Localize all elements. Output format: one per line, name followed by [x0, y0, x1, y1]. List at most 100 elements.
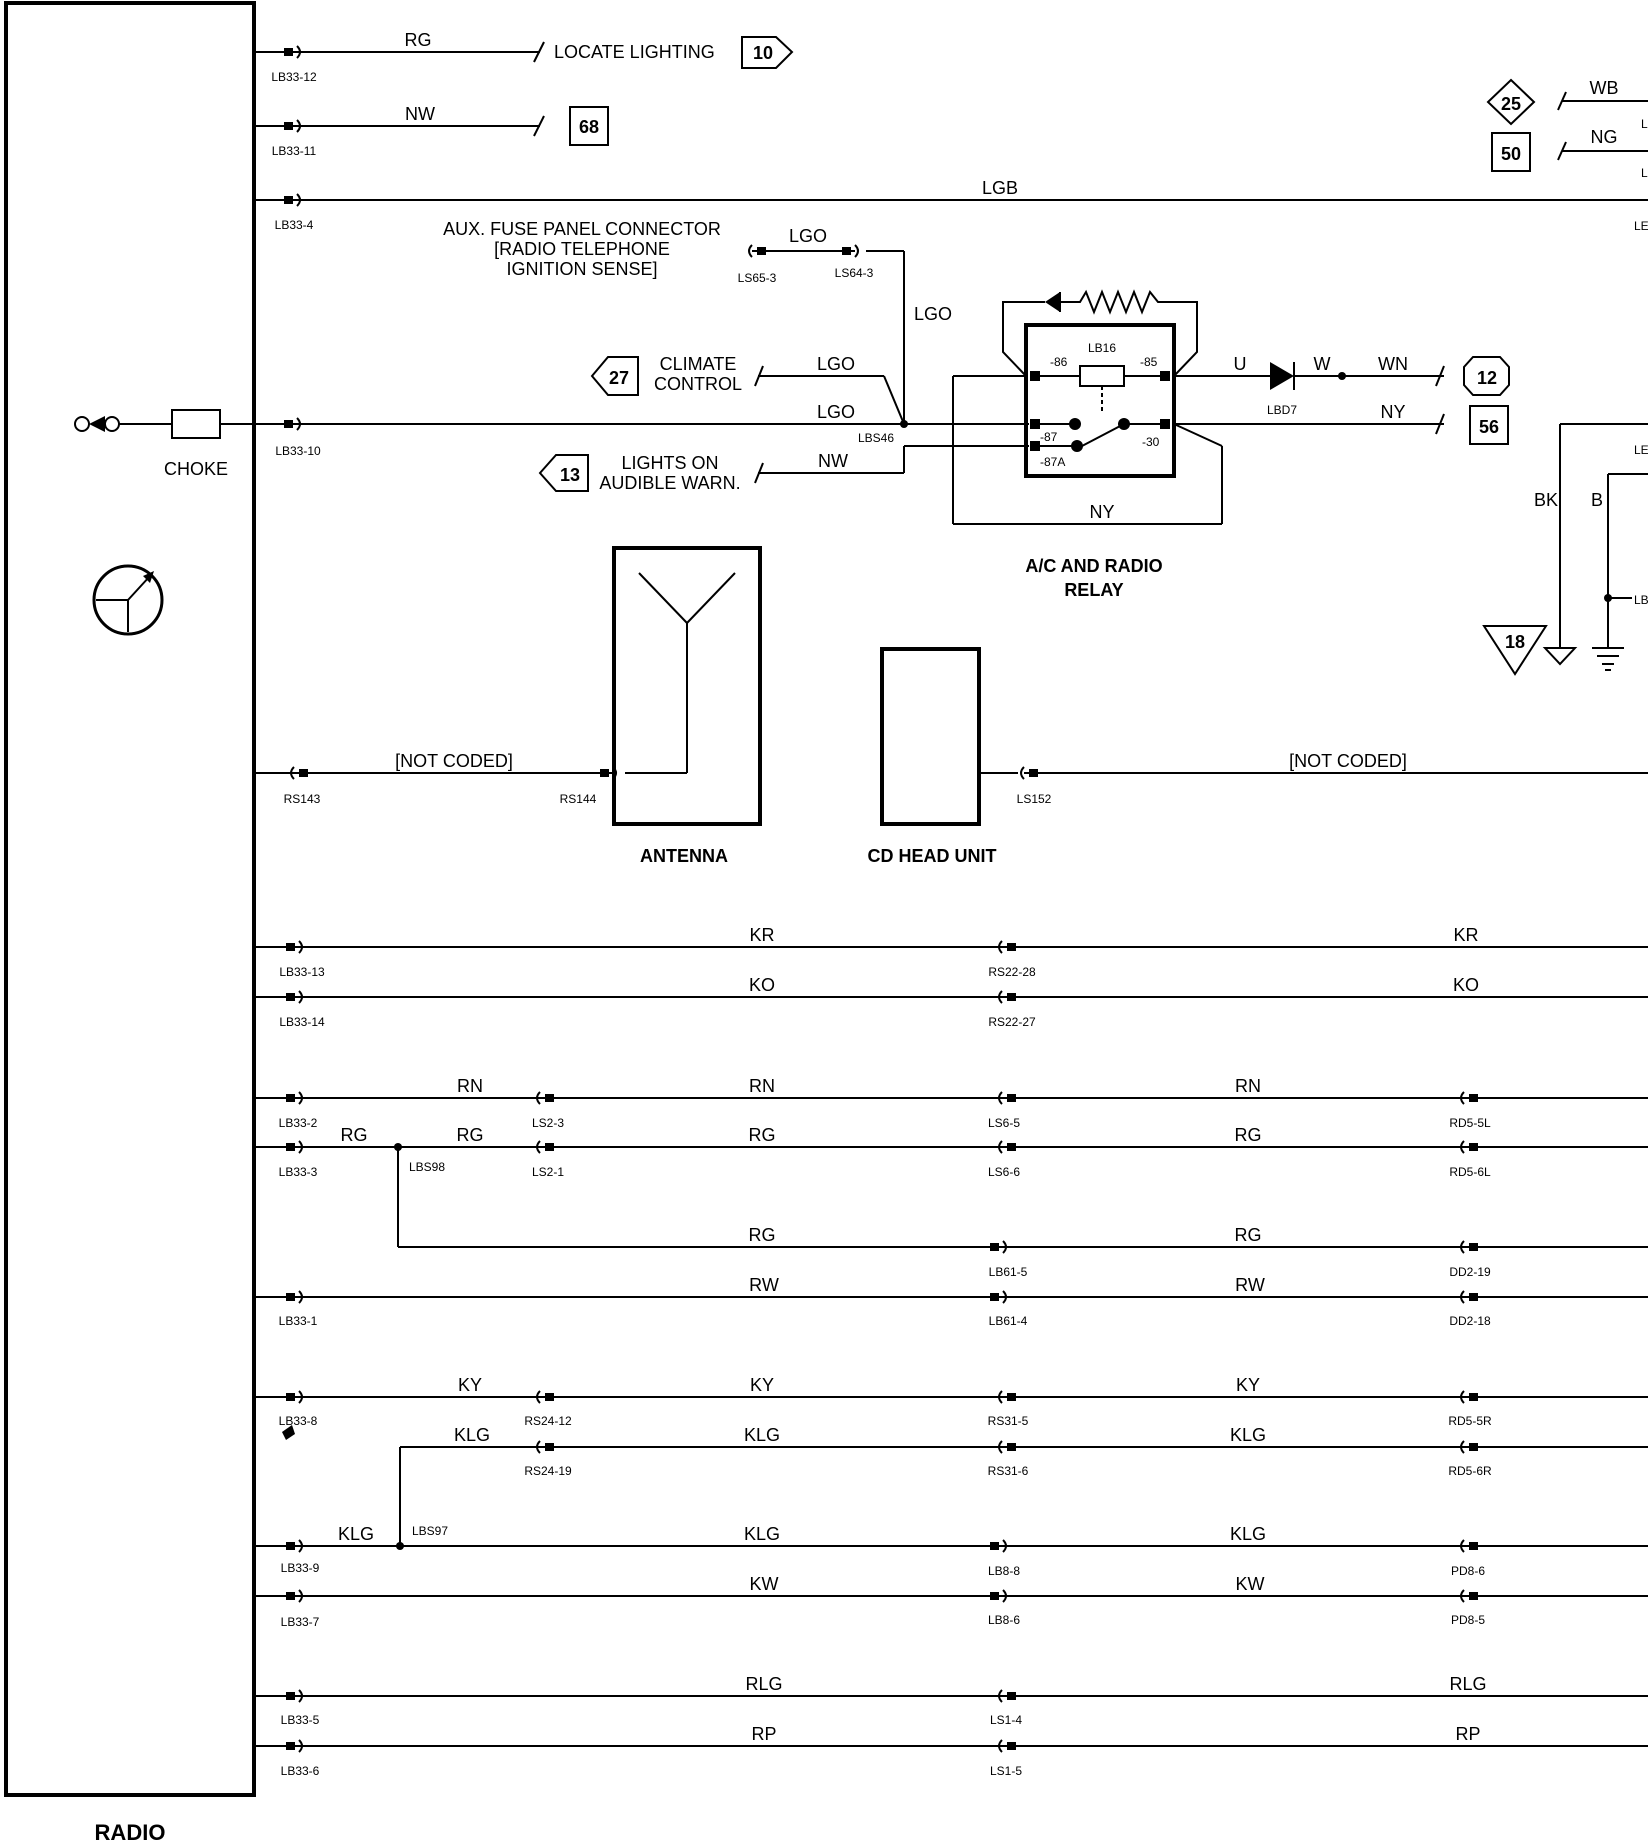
wire-color-kr-2: KR — [1453, 925, 1478, 945]
connector-ls152: LS152 — [1017, 792, 1052, 806]
connector-ls6-6: LS6-6 — [988, 1165, 1020, 1179]
edge-label-4: LE — [1634, 443, 1648, 457]
wire-color-kw-2: KW — [1236, 1574, 1265, 1594]
aux-fuse-label-3: IGNITION SENSE] — [506, 259, 657, 279]
wire-color-rn-0: RN — [457, 1076, 483, 1096]
diode-lbd7: LBD7 — [1267, 403, 1297, 417]
connector-lb33-11: LB33-11 — [272, 144, 317, 158]
wire-color-ko-1: KO — [749, 975, 775, 995]
meter-icon — [92, 564, 164, 636]
wire-color-klg-0: KLG — [454, 1425, 490, 1445]
climate-label-1: CLIMATE — [660, 354, 737, 374]
connector-rs22-27: RS22-27 — [988, 1015, 1036, 1029]
connector-lb8-6: LB8-6 — [988, 1613, 1020, 1627]
wire-rg-branch — [254, 1140, 1648, 1254]
connector-lb33-12: LB33-12 — [271, 70, 317, 84]
wire-rlg — [254, 1689, 1648, 1703]
wire-ky — [254, 1390, 1648, 1440]
ref-68: 68 — [579, 117, 599, 137]
locate-lighting-label: LOCATE LIGHTING — [554, 42, 715, 62]
wire-color-w: W — [1314, 354, 1331, 374]
connector-lb61-5: LB61-5 — [989, 1265, 1028, 1279]
connector-rs144: RS144 — [560, 792, 597, 806]
climate-label-2: CONTROL — [654, 374, 742, 394]
wire-color-b: B — [1591, 490, 1603, 510]
connector-rs24-12: RS24-12 — [524, 1414, 572, 1428]
cd-head-unit-label: CD HEAD UNIT — [868, 846, 997, 866]
wire-color-kw-1: KW — [750, 1574, 779, 1594]
splice-lbs46: LBS46 — [858, 431, 894, 445]
wire-lgb — [254, 193, 1648, 207]
wire-rw — [254, 1290, 1648, 1304]
wire-klg — [254, 1440, 1648, 1553]
connector-lb33-8: LB33-8 — [279, 1414, 318, 1428]
ref-50: 50 — [1501, 144, 1521, 164]
connector-pd8-5: PD8-5 — [1451, 1613, 1485, 1627]
connector-rd5-6r: RD5-6R — [1448, 1464, 1492, 1478]
wire-ny-56 — [1174, 405, 1509, 445]
wire-color-rg-a: RG — [341, 1125, 368, 1145]
ground-wires — [1482, 423, 1648, 676]
connector-rd5-6l: RD5-6L — [1449, 1165, 1491, 1179]
connector-lb61-4: LB61-4 — [989, 1314, 1028, 1328]
wire-color-bk: BK — [1534, 490, 1558, 510]
ref-13-flag — [538, 445, 1029, 492]
wire-nw-68 — [254, 106, 609, 146]
wire-color-klg-3: KLG — [744, 1524, 780, 1544]
wire-color-nw-lights: NW — [818, 451, 848, 471]
wire-color-ng: NG — [1591, 127, 1618, 147]
aux-fuse-label-1: AUX. FUSE PANEL CONNECTOR — [443, 219, 721, 239]
wire-color-lgo-drop: LGO — [914, 304, 952, 324]
radio-label: RADIO — [95, 1820, 166, 1842]
ref-50-box — [1491, 132, 1648, 172]
relay-pin-87: -87 — [1040, 430, 1058, 444]
connector-ls2-1: LS2-1 — [532, 1165, 564, 1179]
connector-lb8-8: LB8-8 — [988, 1564, 1020, 1578]
wire-color-klg-2: KLG — [1230, 1425, 1266, 1445]
relay-title-2: RELAY — [1064, 580, 1123, 600]
wire-color-ky-2: KY — [1236, 1375, 1260, 1395]
relay-pin-30: -30 — [1142, 435, 1160, 449]
relay-title-1: A/C AND RADIO — [1025, 556, 1162, 576]
relay-pin-87a: -87A — [1040, 455, 1065, 469]
wire-color-ny: NY — [1380, 402, 1405, 422]
wire-color-lgo-aux: LGO — [789, 226, 827, 246]
wire-color-klg-a: KLG — [338, 1524, 374, 1544]
edge-label-2: L — [1641, 166, 1648, 180]
connector-rs31-6: RS31-6 — [988, 1464, 1029, 1478]
wire-u-w-wn — [1174, 356, 1510, 396]
wire-color-wb: WB — [1590, 78, 1619, 98]
wire-color-rw-1: RW — [749, 1275, 779, 1295]
splice-lbs98: LBS98 — [409, 1160, 445, 1174]
connector-lb33-4: LB33-4 — [275, 218, 314, 232]
antenna-box — [612, 546, 762, 826]
connector-rs31-5: RS31-5 — [988, 1414, 1029, 1428]
antenna-label: ANTENNA — [640, 846, 728, 866]
wire-color-rw-2: RW — [1235, 1275, 1265, 1295]
wire-color-rp-2: RP — [1455, 1724, 1480, 1744]
wire-color-rn-2: RN — [1235, 1076, 1261, 1096]
ref-27: 27 — [609, 368, 629, 388]
connector-lb33-10: LB33-10 — [275, 444, 321, 458]
connector-lb33-13: LB33-13 — [279, 965, 325, 979]
lights-on-label-1: LIGHTS ON — [621, 453, 718, 473]
ref-27-flag — [590, 356, 905, 425]
relay-pin-85: -85 — [1140, 355, 1158, 369]
wire-color-ny-loop: NY — [1089, 502, 1114, 522]
wire-color-rg-2: RG — [1235, 1125, 1262, 1145]
wire-not-coded-left — [254, 766, 617, 780]
wire-color-lgb: LGB — [982, 178, 1018, 198]
wire-rn — [254, 1091, 1648, 1105]
connector-lb33-7: LB33-7 — [281, 1615, 320, 1629]
connector-rs143: RS143 — [284, 792, 321, 806]
wire-color-nw: NW — [405, 104, 435, 124]
wire-rp — [254, 1739, 1648, 1753]
connector-lb33-5: LB33-5 — [281, 1713, 320, 1727]
wire-color-rg: RG — [405, 30, 432, 50]
aux-fuse-label-2: [RADIO TELEPHONE — [494, 239, 670, 259]
wire-color-rp-1: RP — [751, 1724, 776, 1744]
connector-lb33-1: LB33-1 — [279, 1314, 318, 1328]
wire-lgo-aux — [748, 244, 905, 424]
connector-dd2-18: DD2-18 — [1449, 1314, 1491, 1328]
